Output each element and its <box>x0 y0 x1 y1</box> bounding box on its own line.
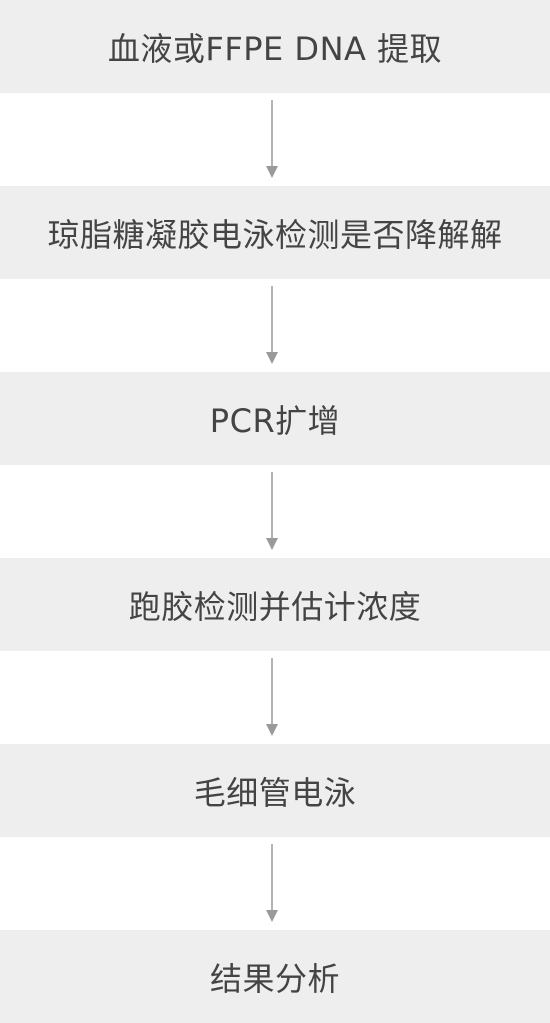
step-label: 毛细管电泳 <box>193 773 357 812</box>
step-gel-quantification: 跑胶检测并估计浓度 <box>0 558 550 651</box>
arrow-down-icon <box>262 837 282 930</box>
step-label: 跑胶检测并估计浓度 <box>128 587 422 626</box>
arrow-down-icon <box>262 93 282 186</box>
step-agarose-gel-check: 琼脂糖凝胶电泳检测是否降解解 <box>0 186 550 279</box>
arrow-down-icon <box>262 651 282 744</box>
step-label: 琼脂糖凝胶电泳检测是否降解解 <box>47 215 503 254</box>
step-result-analysis: 结果分析 <box>0 930 550 1023</box>
step-capillary-electrophoresis: 毛细管电泳 <box>0 744 550 837</box>
step-label: 结果分析 <box>209 959 340 998</box>
arrow-down-icon <box>262 465 282 558</box>
step-pcr-amplification: PCR扩增 <box>0 372 550 465</box>
step-label: PCR扩增 <box>209 401 341 440</box>
arrow-down-icon <box>262 279 282 372</box>
step-label: 血液或FFPE DNA 提取 <box>107 29 443 68</box>
step-dna-extraction: 血液或FFPE DNA 提取 <box>0 0 550 93</box>
